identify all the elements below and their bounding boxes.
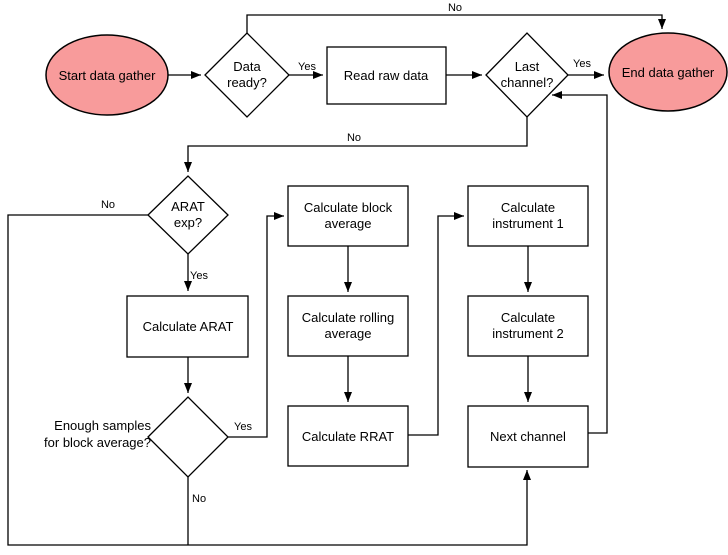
edge-next-channel-to-last-channel [552, 91, 608, 434]
last-channel-label-line1: Last [515, 59, 540, 74]
edge-enough-yes-to-calc-block [228, 212, 284, 438]
node-calculate-instrument-1: Calculate instrument 1 [467, 185, 589, 247]
node-calculate-block-average: Calculate block average [287, 185, 409, 247]
calculate-rolling-average-rect-shape [287, 295, 409, 357]
nodes: Start data gather Data ready? Read raw d… [44, 32, 728, 478]
data-ready-label-line2: ready? [227, 75, 267, 90]
read-raw-data-rect-shape [326, 46, 447, 105]
read-raw-data-label: Read raw data [344, 68, 429, 83]
node-last-channel-decision: Last channel? [485, 32, 569, 118]
node-next-channel: Next channel [467, 405, 589, 468]
calculate-arat-label: Calculate ARAT [143, 319, 234, 334]
data-ready-label-line1: Data [233, 59, 261, 74]
edge-label-enough-yes: Yes [234, 421, 252, 433]
calculate-block-average-label-line1: Calculate block [304, 200, 393, 215]
node-read-raw-data: Read raw data [326, 46, 447, 105]
last-channel-label-line2: channel? [501, 75, 554, 90]
calculate-rolling-average-label-line2: average [325, 326, 372, 341]
start-terminator-shape [45, 34, 169, 116]
edge-data-ready-no-to-end [246, 14, 666, 33]
node-calculate-rolling-average: Calculate rolling average [287, 295, 409, 357]
node-enough-samples-decision: Enough samples for block average? [44, 396, 229, 478]
edge-label-last-channel-yes: Yes [573, 58, 591, 70]
end-label: End data gather [622, 65, 715, 80]
arat-exp-diamond-shape [147, 175, 229, 255]
calculate-instrument-1-label-line1: Calculate [501, 200, 555, 215]
calculate-rolling-average-label-line1: Calculate rolling [302, 310, 395, 325]
node-start-data-gather: Start data gather [45, 34, 169, 116]
next-channel-rect-shape [467, 405, 589, 468]
last-channel-diamond-shape [485, 32, 569, 118]
enough-samples-diamond-shape [147, 396, 229, 478]
edge-label-last-channel-no: No [347, 132, 361, 144]
arat-exp-label-line1: ARAT [171, 199, 205, 214]
enough-samples-label-line1: Enough samples [54, 418, 151, 433]
calculate-instrument-2-rect-shape [467, 295, 589, 357]
next-channel-label: Next channel [490, 429, 566, 444]
calculate-rrat-rect-shape [287, 405, 409, 467]
edge-label-arat-no: No [101, 199, 115, 211]
node-end-data-gather: End data gather [608, 32, 728, 112]
calculate-block-average-rect-shape [287, 185, 409, 247]
calculate-block-average-label-line2: average [325, 216, 372, 231]
edge-label-arat-yes: Yes [190, 270, 208, 282]
node-data-ready-decision: Data ready? [204, 32, 290, 118]
edge-label-data-ready-no: No [448, 2, 462, 14]
edge-last-channel-no-to-arat [184, 117, 528, 172]
calculate-instrument-2-label-line1: Calculate [501, 310, 555, 325]
calculate-instrument-1-label-line2: instrument 1 [492, 216, 564, 231]
node-arat-exp-decision: ARAT exp? [147, 175, 229, 255]
node-calculate-instrument-2: Calculate instrument 2 [467, 295, 589, 357]
data-ready-diamond-shape [204, 32, 290, 118]
calculate-arat-rect-shape [126, 295, 249, 358]
arat-exp-label-line2: exp? [174, 215, 202, 230]
node-calculate-rrat: Calculate RRAT [287, 405, 409, 467]
calculate-instrument-2-label-line2: instrument 2 [492, 326, 564, 341]
edge-label-data-ready-yes: Yes [298, 61, 316, 73]
edge-arat-no-to-next-channel [7, 214, 531, 546]
edge-labels: No Yes Yes No No Yes Yes No [101, 2, 591, 505]
node-calculate-arat: Calculate ARAT [126, 295, 249, 358]
edge-label-enough-no: No [192, 493, 206, 505]
edge-calc-rrat-to-calc-inst1 [408, 212, 464, 436]
calculate-instrument-1-rect-shape [467, 185, 589, 247]
end-terminator-shape [608, 32, 728, 112]
edges [7, 14, 666, 546]
enough-samples-label-line2: for block average? [44, 435, 151, 450]
calculate-rrat-label: Calculate RRAT [302, 429, 394, 444]
start-label: Start data gather [59, 68, 157, 83]
